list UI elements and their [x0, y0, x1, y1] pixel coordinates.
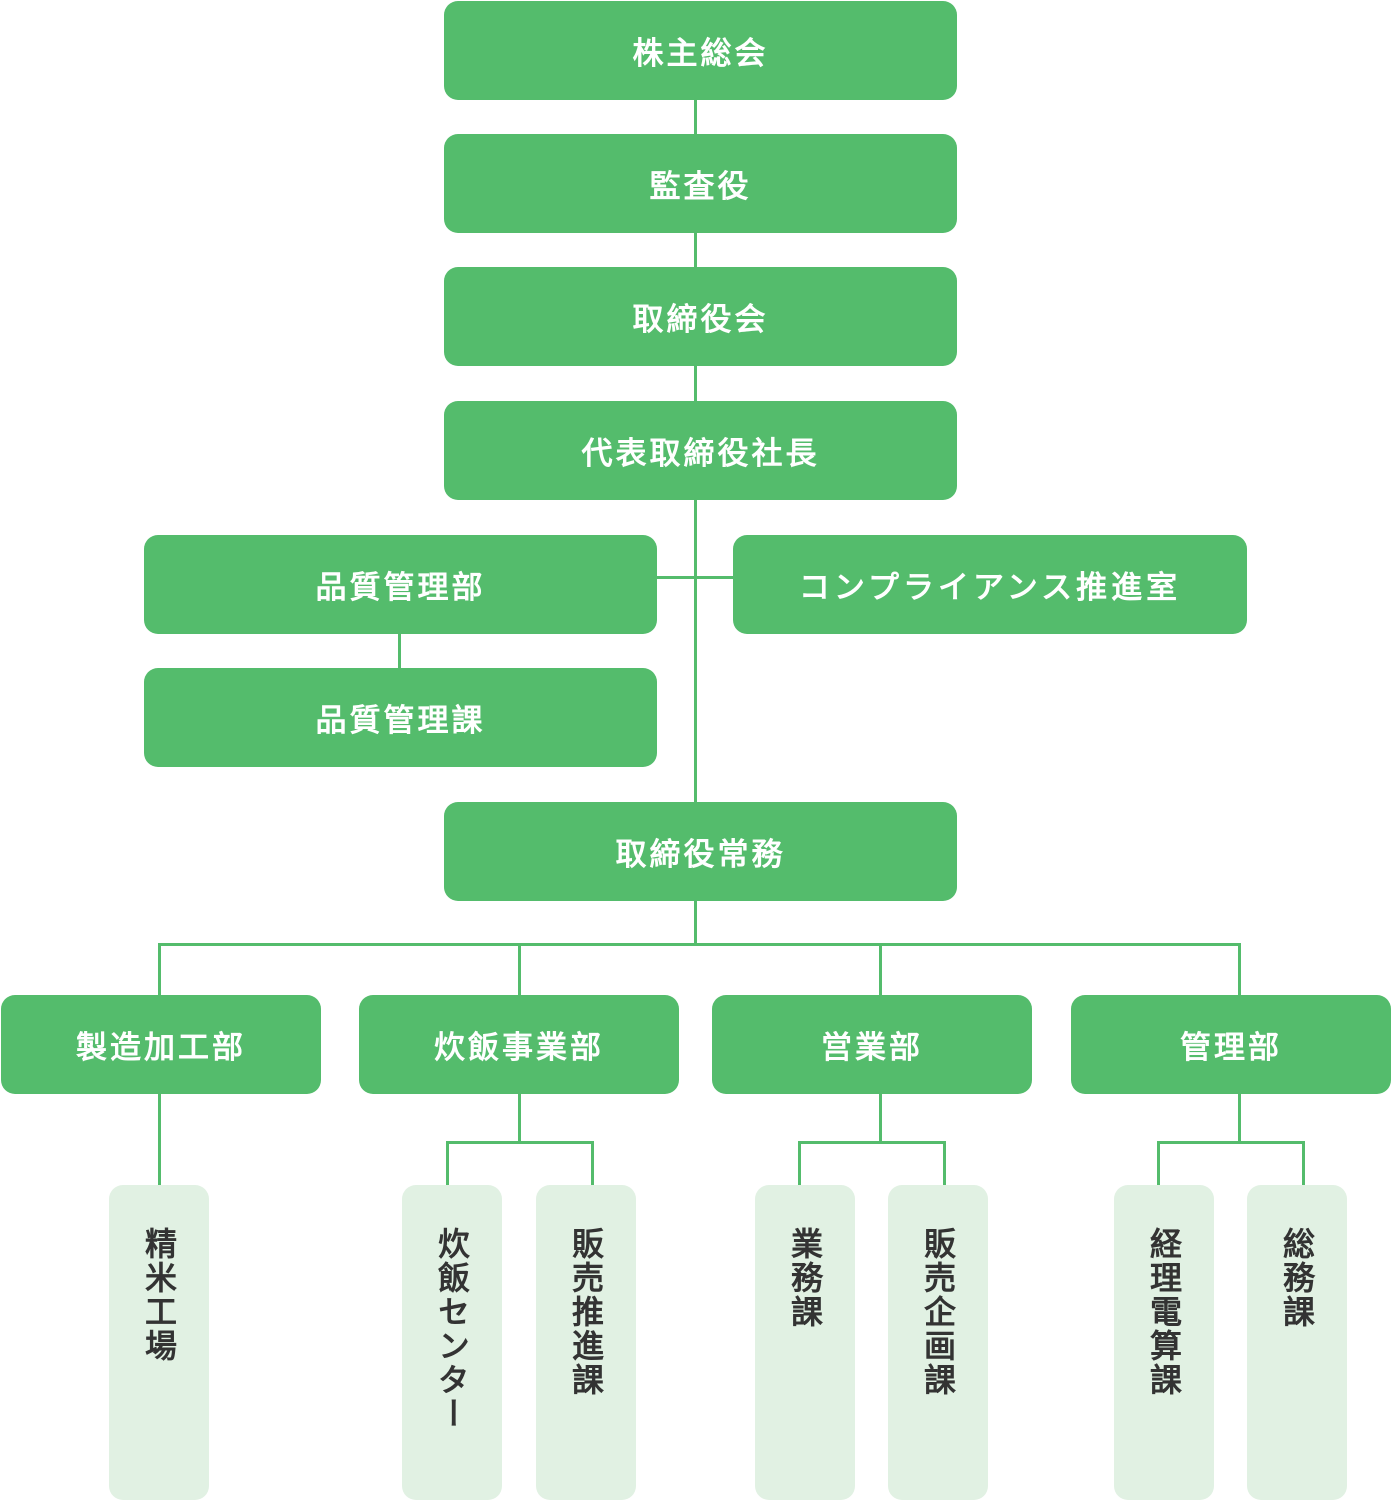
leaf-label: 業務課 [786, 1227, 824, 1329]
connector [158, 943, 1241, 946]
leaf-accounting: 経理電算課 [1114, 1185, 1214, 1500]
connector [591, 1141, 594, 1185]
node-qa-dept: 品質管理部 [144, 535, 657, 634]
node-rice-business: 炊飯事業部 [359, 995, 679, 1094]
connector [518, 1093, 521, 1143]
leaf-label: 販売推進課 [567, 1227, 605, 1397]
node-qa-section: 品質管理課 [144, 668, 657, 767]
connector [518, 943, 521, 996]
node-auditor: 監査役 [444, 134, 957, 233]
node-sales: 営業部 [712, 995, 1032, 1094]
connector [1238, 943, 1241, 996]
leaf-label: 経理電算課 [1145, 1227, 1183, 1397]
connector [694, 900, 697, 945]
leaf-label: 炊飯センター [433, 1227, 471, 1431]
connector [1157, 1141, 1305, 1144]
node-manufacturing: 製造加工部 [1, 995, 321, 1094]
node-shareholders: 株主総会 [444, 1, 957, 100]
node-administration: 管理部 [1071, 995, 1391, 1094]
connector [446, 1141, 594, 1144]
leaf-label: 精米工場 [140, 1227, 178, 1363]
connector [694, 100, 697, 135]
leaf-general-affairs: 総務課 [1247, 1185, 1347, 1500]
node-compliance: コンプライアンス推進室 [733, 535, 1247, 634]
leaf-rice-center: 炊飯センター [402, 1185, 502, 1500]
leaf-rice-mill: 精米工場 [109, 1185, 209, 1500]
connector [943, 1141, 946, 1185]
connector [694, 366, 697, 401]
connector [158, 943, 161, 996]
connector [1157, 1141, 1160, 1185]
connector [694, 499, 697, 802]
leaf-sales-promotion: 販売推進課 [536, 1185, 636, 1500]
connector [879, 943, 882, 996]
connector [655, 576, 735, 579]
connector [1302, 1141, 1305, 1185]
connector [1238, 1093, 1241, 1143]
leaf-sales-planning: 販売企画課 [888, 1185, 988, 1500]
leaf-label: 総務課 [1278, 1227, 1316, 1329]
connector [694, 233, 697, 268]
leaf-label: 販売企画課 [919, 1227, 957, 1397]
connector [158, 1093, 161, 1185]
connector [798, 1141, 801, 1185]
node-managing-director: 取締役常務 [444, 802, 957, 901]
connector [798, 1141, 946, 1144]
connector [446, 1141, 449, 1185]
connector [398, 633, 401, 669]
node-president: 代表取締役社長 [444, 401, 957, 500]
node-board: 取締役会 [444, 267, 957, 366]
connector [879, 1093, 882, 1143]
leaf-operations: 業務課 [755, 1185, 855, 1500]
